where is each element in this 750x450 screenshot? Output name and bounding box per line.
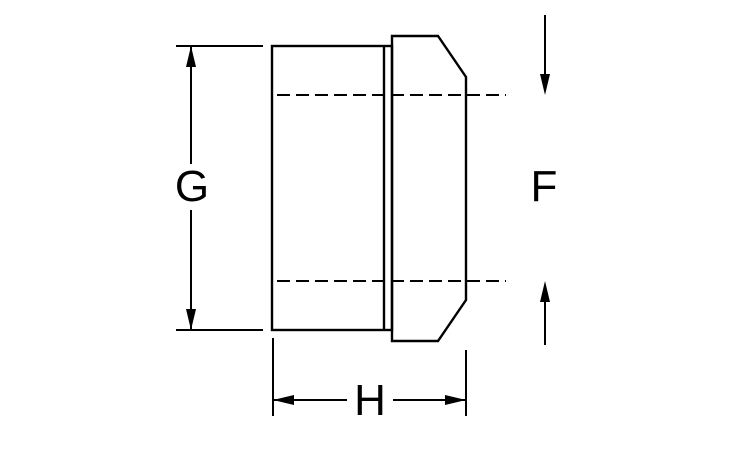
dimension-g-arrowheads — [186, 46, 196, 330]
g-arrowhead-up-icon — [186, 46, 196, 67]
f-arrowhead-down-icon — [540, 74, 550, 95]
h-arrowhead-left-icon — [273, 395, 294, 405]
centerlines — [277, 94, 506, 282]
dimension-f-arrowheads — [540, 74, 550, 302]
g-arrowhead-down-icon — [186, 309, 196, 330]
f-arrowhead-up-icon — [540, 281, 550, 302]
dimension-h-arrowheads — [273, 395, 466, 405]
part-flange — [390, 34, 468, 343]
dimension-label-f: F — [531, 162, 558, 211]
h-arrowhead-right-icon — [445, 395, 466, 405]
dimension-label-g: G — [175, 162, 209, 211]
part-outline — [270, 34, 468, 343]
dimension-label-h: H — [354, 376, 386, 425]
part-body — [270, 44, 394, 332]
